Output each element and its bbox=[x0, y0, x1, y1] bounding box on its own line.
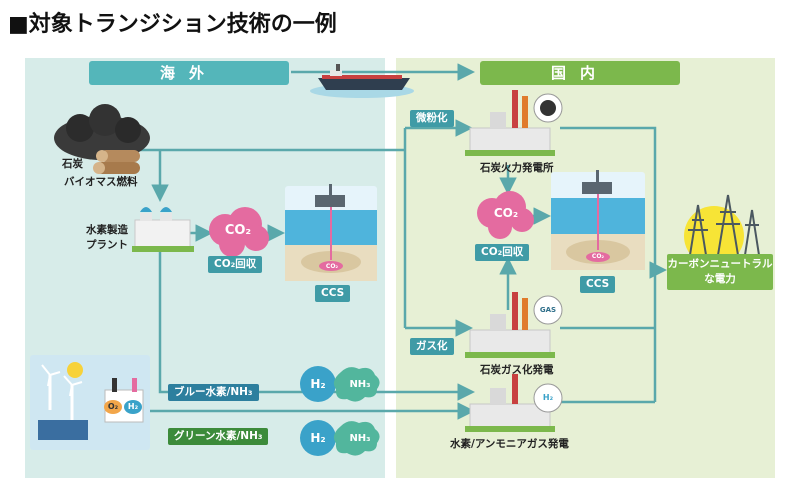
coal-pile-icon bbox=[54, 104, 150, 160]
hydrogen-plant-label-2: プラント bbox=[86, 239, 128, 251]
co2-capture-overseas-tag: CO₂回収 bbox=[208, 256, 263, 273]
co2-ccs-overseas-text: CO₂ bbox=[325, 263, 339, 270]
co2-overseas-text: CO₂ bbox=[224, 223, 252, 238]
ship-icon bbox=[310, 64, 414, 98]
coal-label: 石炭 bbox=[62, 158, 83, 170]
blue-h2-bubble-icon bbox=[300, 366, 336, 402]
h2-nh3-plant-icon bbox=[465, 374, 563, 432]
blue-h2-tag: ブルー水素/NH₃ bbox=[168, 384, 259, 401]
co2-cloud-overseas-icon bbox=[209, 207, 269, 257]
green-nh3-bubble-icon bbox=[333, 421, 380, 456]
blue-nh3-bubble-icon bbox=[333, 367, 380, 402]
coal-power-label: 石炭火力発電所 bbox=[480, 162, 554, 174]
domestic-header: 国内 bbox=[480, 61, 680, 85]
igcc-plant-icon bbox=[465, 292, 563, 358]
co2-cloud-domestic-icon bbox=[477, 191, 534, 239]
carbon-neutral-line-2: な電力 bbox=[704, 273, 736, 285]
ccs-overseas-tag: CCS bbox=[315, 285, 351, 302]
green-h2-tag: グリーン水素/NH₃ bbox=[168, 428, 269, 445]
pulverizer-tag: 微粉化 bbox=[410, 110, 454, 127]
renewables-icon bbox=[30, 355, 150, 450]
co2-capture-domestic-tag: CO₂回収 bbox=[475, 244, 530, 261]
blue-nh3-text: NH₃ bbox=[349, 379, 371, 390]
h2-nh3-power-label: 水素/アンモニアガス発電 bbox=[450, 438, 569, 450]
page-title: ■対象トランジション技術の一例 bbox=[8, 12, 337, 37]
h2-electrolysis-text: H₂ bbox=[124, 400, 142, 414]
logs-icon bbox=[93, 150, 140, 174]
biomass-label: バイオマス燃料 bbox=[64, 176, 138, 188]
co2-ccs-domestic-text: CO₂ bbox=[591, 253, 605, 260]
green-nh3-text: NH₃ bbox=[349, 433, 371, 444]
green-h2-text: H₂ bbox=[310, 431, 326, 445]
transmission-tower-icon bbox=[684, 194, 760, 266]
ccs-domestic-icon bbox=[551, 170, 645, 270]
hydrogen-plant-icon bbox=[132, 207, 194, 252]
carbon-neutral-line-1: カーボンニュートラル bbox=[667, 258, 773, 270]
igcc-label: 石炭ガス化発電 bbox=[480, 364, 554, 376]
green-h2-bubble-icon bbox=[300, 420, 336, 456]
ccs-domestic-tag: CCS bbox=[580, 276, 616, 293]
o2-text: O₂ bbox=[104, 400, 122, 414]
blue-h2-text: H₂ bbox=[310, 377, 326, 391]
overseas-header: 海外 bbox=[89, 61, 289, 85]
gasification-tag: ガス化 bbox=[410, 338, 454, 355]
coal-power-plant-icon bbox=[465, 90, 563, 156]
ccs-overseas-icon bbox=[285, 184, 377, 281]
carbon-neutral-badge: カーボンニュートラル な電力 bbox=[667, 254, 773, 290]
h2-badge-text: H₂ bbox=[542, 393, 554, 402]
flow-lines bbox=[96, 119, 667, 420]
gas-badge-text: GAS bbox=[539, 306, 557, 314]
hydrogen-plant-label-1: 水素製造 bbox=[86, 224, 128, 236]
co2-domestic-text: CO₂ bbox=[493, 206, 519, 220]
